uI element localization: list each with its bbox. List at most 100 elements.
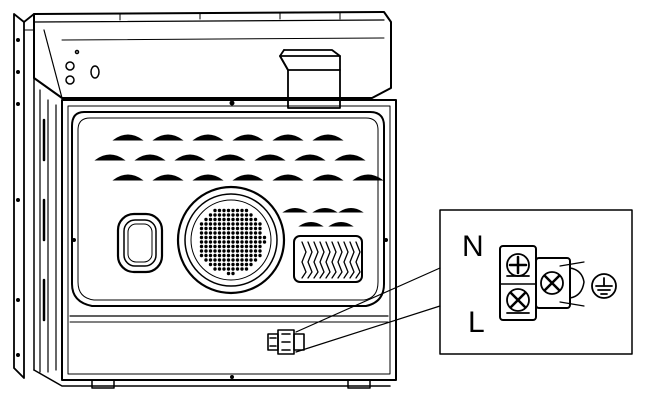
vent-slot xyxy=(334,154,366,161)
fan-perforation xyxy=(222,213,226,217)
fan-perforation xyxy=(213,226,217,231)
vent-slot xyxy=(338,208,364,213)
vent-slot xyxy=(94,154,126,161)
fan-perforation xyxy=(208,253,213,258)
fan-perforation xyxy=(244,262,249,267)
fan-perforation xyxy=(208,213,213,217)
fan-perforation xyxy=(253,231,258,235)
fan-perforation xyxy=(231,213,235,217)
fan-perforation xyxy=(231,226,235,231)
grille-line xyxy=(337,241,343,279)
grille-line xyxy=(319,241,325,279)
fan-perforation xyxy=(258,222,262,226)
fan-perforation xyxy=(199,226,204,231)
fan-perforation xyxy=(217,222,222,226)
fan-perforation xyxy=(208,258,213,262)
fan-perforation xyxy=(199,253,204,258)
fan-perforation xyxy=(213,258,217,262)
fan-perforation xyxy=(208,235,213,240)
fan-perforation xyxy=(249,226,253,231)
fan-perforation xyxy=(213,231,217,235)
fan-perforation xyxy=(222,262,226,267)
fan-perforation xyxy=(208,262,213,267)
vent-slot xyxy=(152,134,184,141)
fan-perforation xyxy=(217,231,222,235)
fan-perforation xyxy=(240,240,244,244)
fan-perforation xyxy=(222,258,226,262)
vent-slot xyxy=(174,154,206,161)
fan-perforation xyxy=(244,208,249,213)
fan-perforation xyxy=(231,222,235,226)
fan-perforation xyxy=(199,249,204,253)
grille-line xyxy=(301,241,307,279)
fan-perforation xyxy=(204,231,208,235)
fan-perforation xyxy=(249,258,253,262)
fan-perforation xyxy=(235,226,240,231)
fan-perforation xyxy=(217,267,222,271)
fan-perforation xyxy=(226,231,231,235)
fan-perforation xyxy=(226,253,231,258)
fan-perforation xyxy=(222,222,226,226)
fan-perforation xyxy=(213,267,217,271)
vent-slot xyxy=(192,134,224,141)
fan-perforation xyxy=(258,249,262,253)
plus-screw-icon xyxy=(506,253,530,277)
fan-perforation xyxy=(240,262,244,267)
fan-perforation xyxy=(217,240,222,244)
vent-slot xyxy=(112,174,144,181)
grille-line xyxy=(313,241,319,279)
fan-perforation xyxy=(253,226,258,231)
fan-perforation xyxy=(217,253,222,258)
fan-perforation xyxy=(222,244,226,249)
fan-perforation xyxy=(199,235,204,240)
fan-perforation xyxy=(231,235,235,240)
fan-perforation xyxy=(244,231,249,235)
rear-grille xyxy=(293,235,363,283)
fan-perforation xyxy=(262,235,267,240)
fan-perforation xyxy=(213,253,217,258)
fan-perforation xyxy=(231,231,235,235)
fan-perforation xyxy=(240,217,244,222)
fan-perforation xyxy=(213,240,217,244)
fan-perforation xyxy=(253,240,258,244)
vent-slot xyxy=(352,174,384,181)
fan-perforation xyxy=(253,222,258,226)
fan-perforation xyxy=(226,267,231,271)
fan-perforation xyxy=(208,240,213,244)
fan-perforation xyxy=(258,240,262,244)
fan-perforation xyxy=(244,240,249,244)
fan-perforation xyxy=(244,226,249,231)
fan-perforation xyxy=(235,231,240,235)
fan-perforation xyxy=(244,258,249,262)
vent-slot xyxy=(112,134,144,141)
fan-perforation xyxy=(240,231,244,235)
fan-perforation xyxy=(240,244,244,249)
fan-perforation xyxy=(217,208,222,213)
fan-perforation xyxy=(226,208,231,213)
fan-perforation xyxy=(249,240,253,244)
fan-perforation xyxy=(244,213,249,217)
fan-perforation xyxy=(253,258,258,262)
grille-line xyxy=(307,241,313,279)
rear-side-vent xyxy=(116,212,164,274)
fan-perforation xyxy=(222,231,226,235)
grille-line xyxy=(349,241,355,279)
fan-perforation xyxy=(226,222,231,226)
vent-slot xyxy=(312,134,344,141)
fan-perforation xyxy=(208,249,213,253)
fan-perforation xyxy=(244,222,249,226)
fan-perforation xyxy=(204,258,208,262)
fan-perforation xyxy=(231,271,235,276)
fan-perforation xyxy=(235,253,240,258)
fan-perforation xyxy=(249,235,253,240)
vent-slot xyxy=(312,174,344,181)
vent-slot xyxy=(272,134,304,141)
vent-slot xyxy=(232,134,264,141)
fan-perforation xyxy=(244,244,249,249)
vent-slot xyxy=(192,174,224,181)
fan-perforation xyxy=(258,235,262,240)
fan-perforation xyxy=(213,244,217,249)
fan-perforation xyxy=(235,258,240,262)
cross-screw-icon xyxy=(506,288,530,314)
fan-perforation xyxy=(240,258,244,262)
